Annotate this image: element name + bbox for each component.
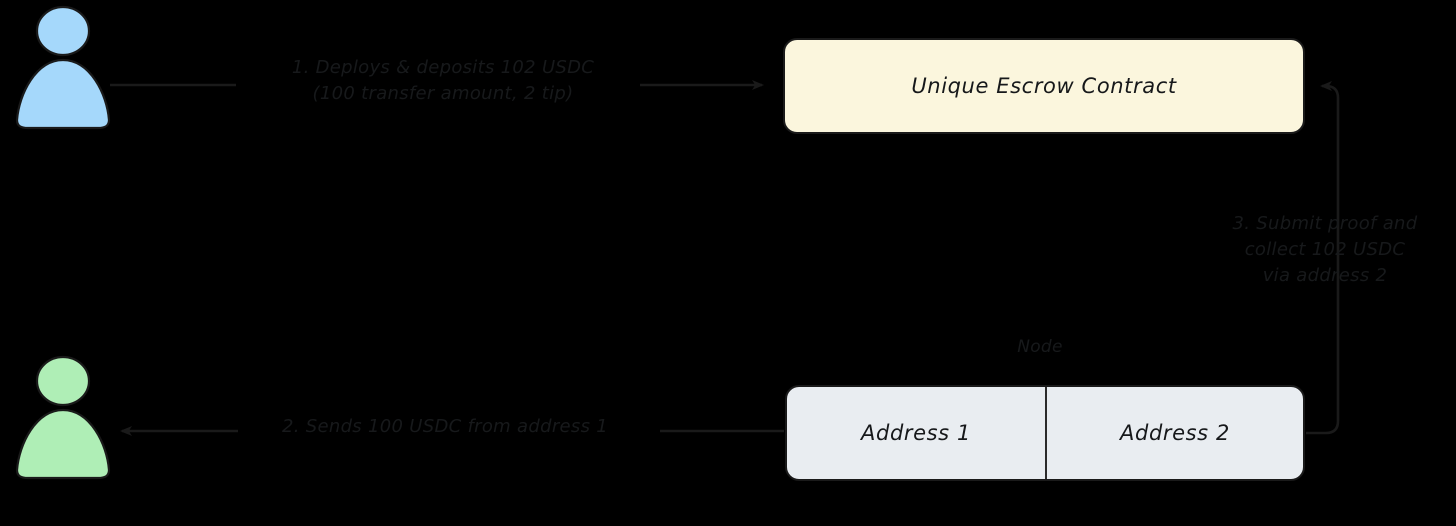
edge-label-step-3: 3. Submit proof and collect 102 USDC via… — [1232, 213, 1418, 287]
edge-label-step-2: 2. Sends 100 USDC from address 1 — [281, 416, 609, 437]
edge-step-3-path — [1306, 81, 1340, 435]
escrow-contract-box[interactable]: Unique Escrow Contract — [783, 38, 1305, 134]
actor-receiver — [8, 352, 118, 496]
escrow-contract-label: Unique Escrow Contract — [911, 74, 1177, 98]
node-cell-address-2[interactable]: Address 2 — [1045, 387, 1303, 479]
address-2-label: Address 2 — [1120, 421, 1230, 445]
address-1-label: Address 1 — [861, 421, 971, 445]
person-icon — [15, 355, 111, 480]
node-cell-address-1[interactable]: Address 1 — [787, 387, 1045, 479]
edge-label-step-1: 1. Deploys & deposits 102 USDC (100 tran… — [291, 57, 595, 105]
node-caption: Node — [1017, 337, 1063, 357]
person-icon — [15, 5, 111, 130]
node-box[interactable]: Address 1 Address 2 — [785, 385, 1305, 481]
actor-sender — [8, 2, 118, 146]
